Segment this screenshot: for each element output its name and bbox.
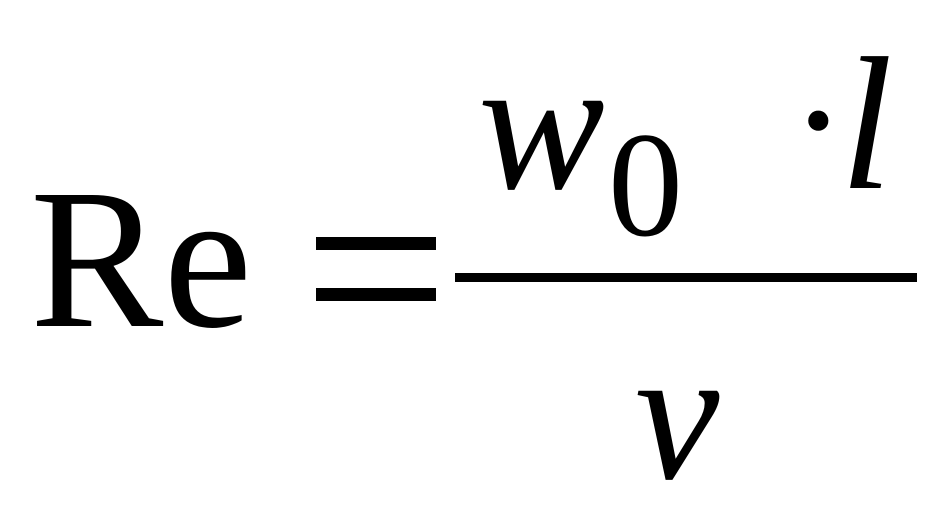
multiplication-dot: · (790, 26, 847, 214)
numerator-velocity: w (478, 20, 605, 230)
equals-sign-top-bar (316, 237, 436, 250)
lhs-re: Re (30, 149, 253, 370)
numerator-subscript: 0 (608, 102, 683, 268)
denominator-viscosity: ν (635, 310, 720, 520)
numerator-length: l (840, 20, 893, 230)
fraction-bar (455, 273, 917, 282)
equals-sign-bottom-bar (316, 288, 436, 301)
